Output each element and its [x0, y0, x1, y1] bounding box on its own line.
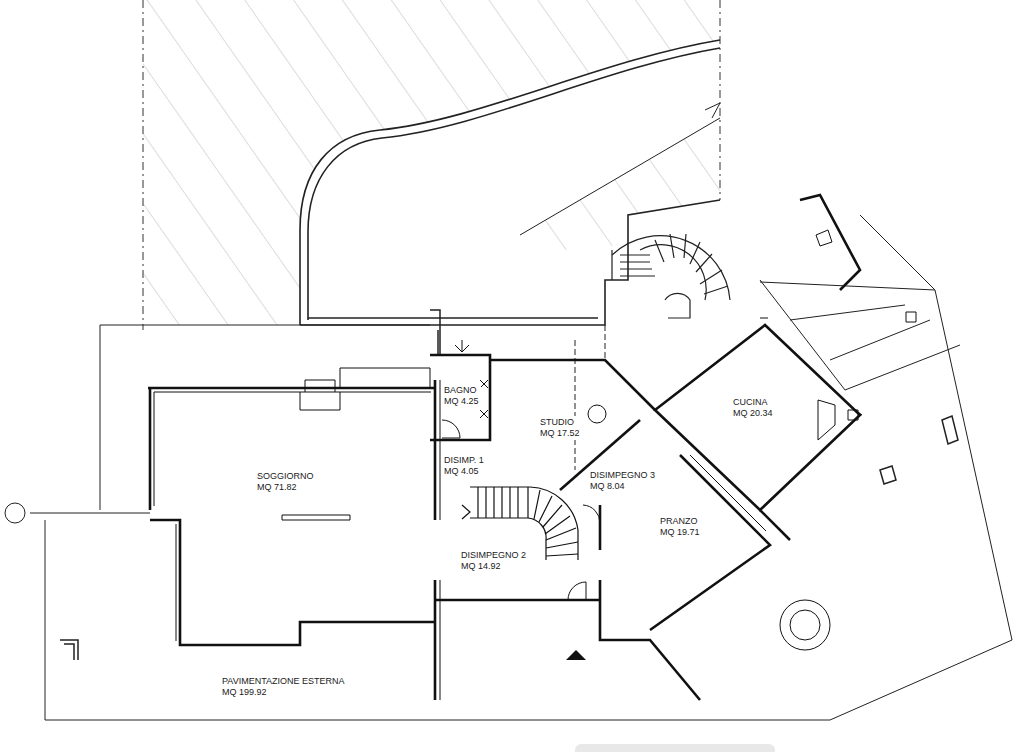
room-name: DISIMPEGNO 3: [590, 470, 655, 481]
room-area: MQ 17.52: [540, 428, 580, 439]
room-area: MQ 199.92: [222, 687, 345, 698]
room-area: MQ 4.05: [444, 466, 484, 477]
room-label: STUDIOMQ 17.52: [538, 416, 582, 440]
room-name: PAVIMENTAZIONE ESTERNA: [222, 676, 345, 687]
room-name: PRANZO: [660, 516, 700, 527]
room-name: SOGGIORNO: [257, 471, 314, 482]
room-label: PRANZOMQ 19.71: [658, 515, 702, 539]
room-area: MQ 20.34: [733, 408, 773, 419]
room-area: MQ 4.25: [444, 396, 479, 407]
room-label: BAGNOMQ 4.25: [442, 384, 481, 408]
room-area: MQ 8.04: [590, 481, 655, 492]
room-name: BAGNO: [444, 385, 479, 396]
room-label: DISIMP. 1MQ 4.05: [442, 454, 486, 478]
room-area: MQ 19.71: [660, 527, 700, 538]
room-label: CUCINAMQ 20.34: [731, 396, 775, 420]
room-area: MQ 14.92: [461, 561, 526, 572]
room-label: SOGGIORNOMQ 71.82: [255, 470, 316, 494]
room-area: MQ 71.82: [257, 482, 314, 493]
room-name: DISIMP. 1: [444, 455, 484, 466]
room-name: DISIMPEGNO 2: [461, 550, 526, 561]
room-name: STUDIO: [540, 417, 580, 428]
room-label: DISIMPEGNO 3MQ 8.04: [588, 469, 657, 493]
room-name: CUCINA: [733, 397, 773, 408]
room-label: DISIMPEGNO 2MQ 14.92: [459, 549, 528, 573]
room-label: PAVIMENTAZIONE ESTERNAMQ 199.92: [220, 675, 347, 699]
